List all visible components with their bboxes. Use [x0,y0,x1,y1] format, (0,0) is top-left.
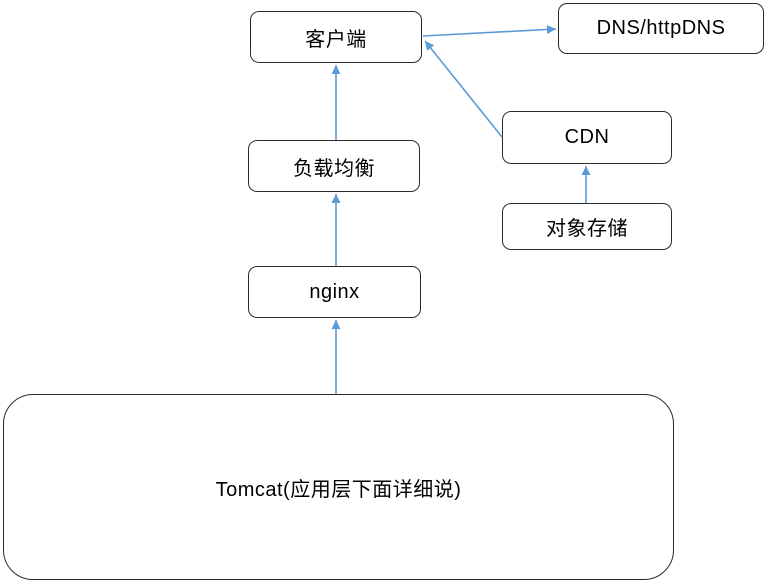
node-cdn: CDN [502,111,672,164]
node-tomcat-label: Tomcat(应用层下面详细说) [215,478,462,501]
edge-client-to-dns [422,24,557,37]
node-client: 客户端 [250,11,422,63]
node-load-balancer-label: 负载均衡 [293,157,375,180]
node-client-label: 客户端 [305,28,367,51]
node-tomcat: Tomcat(应用层下面详细说) [3,394,674,580]
node-object-storage-label: 对象存储 [546,218,628,240]
node-object-storage: 对象存储 [502,203,672,250]
node-nginx-label: nginx [309,280,360,303]
node-dns-label: DNS/httpDNS [596,17,726,39]
node-nginx: nginx [248,266,421,318]
edge-cdn-to-client [424,40,503,138]
node-cdn-label: CDN [564,126,610,148]
node-dns: DNS/httpDNS [558,3,764,54]
node-load-balancer: 负载均衡 [248,140,420,192]
